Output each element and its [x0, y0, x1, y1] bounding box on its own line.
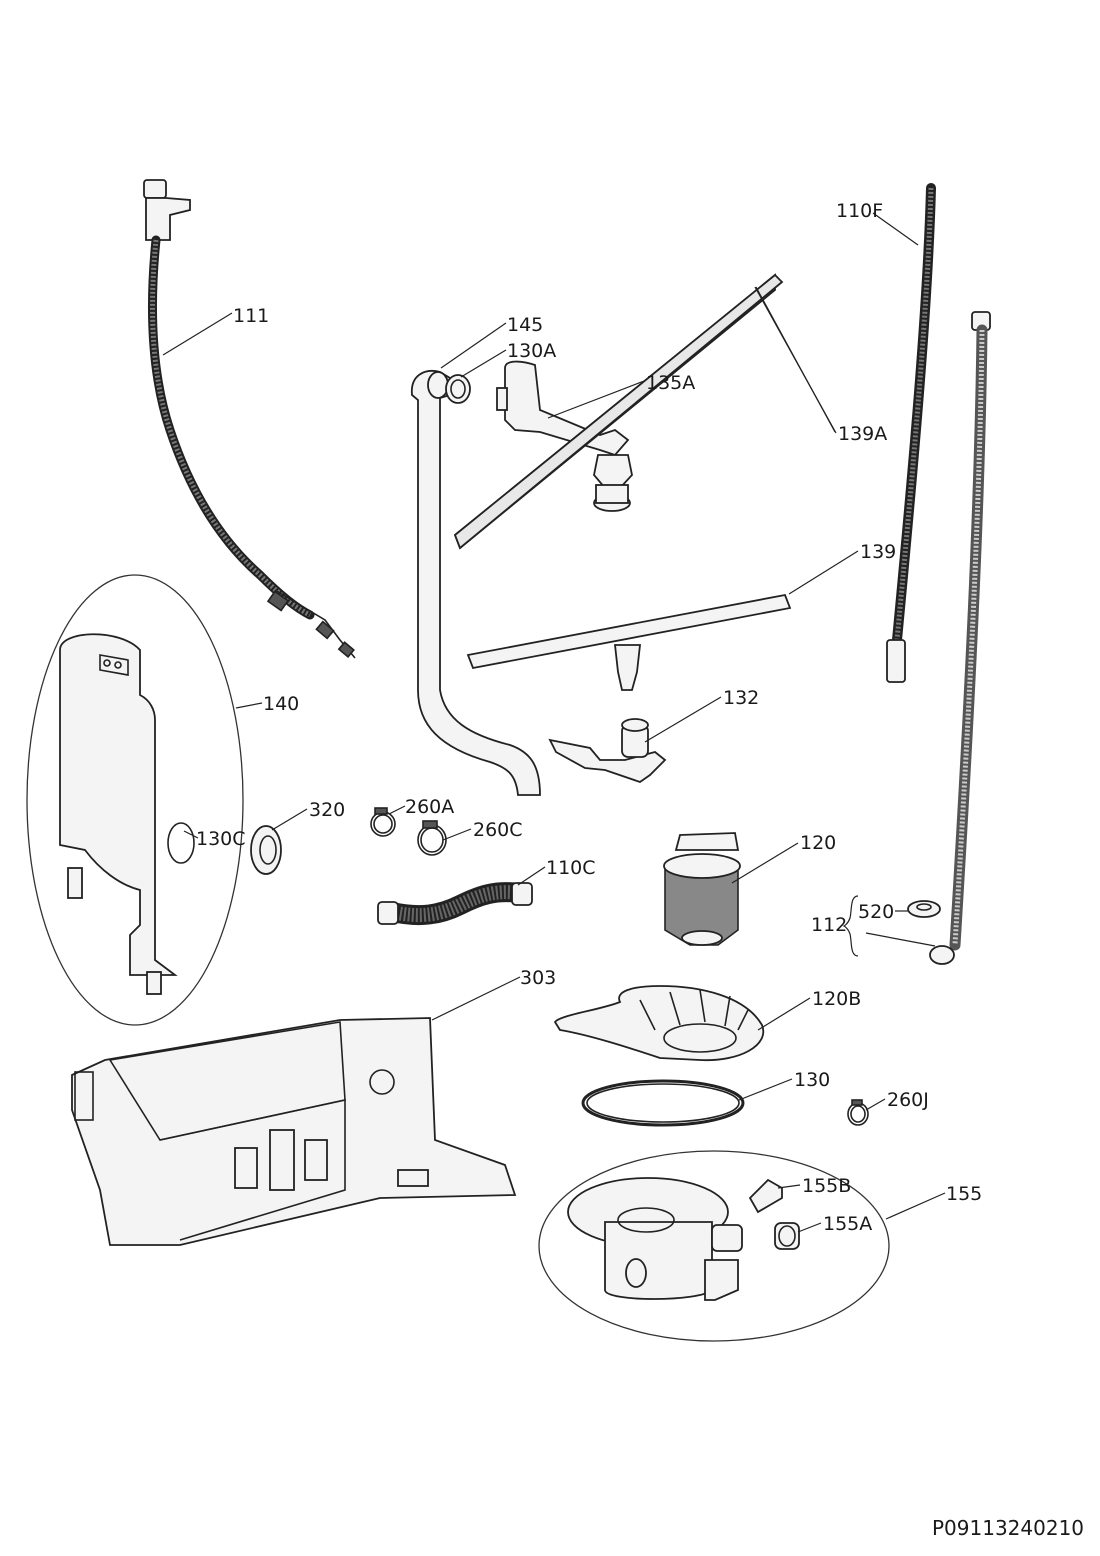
part-260J-clamp	[847, 1099, 869, 1126]
part-132-carrier	[548, 718, 667, 783]
label-135A: 135A	[646, 372, 695, 394]
label-110F: 110F	[836, 200, 883, 222]
label-120: 120	[800, 832, 836, 854]
part-139A-upper-spray-arm	[453, 273, 784, 550]
label-303: 303	[520, 967, 556, 989]
label-120B: 120B	[812, 988, 861, 1010]
part-110C-hose	[377, 882, 533, 926]
label-155B: 155B	[802, 1175, 851, 1197]
ellipse-140-group	[26, 574, 244, 1026]
part-145-spray-arm-pipe	[411, 370, 541, 796]
label-130C: 130C	[196, 828, 246, 850]
part-130-seal-ring	[581, 1079, 745, 1127]
label-520: 520	[858, 901, 894, 923]
label-155A: 155A	[823, 1213, 872, 1235]
part-520-clip	[907, 900, 941, 918]
part-135A-upper-arm-feed	[496, 360, 633, 489]
label-155: 155	[946, 1183, 982, 1205]
label-139: 139	[860, 541, 896, 563]
label-130: 130	[794, 1069, 830, 1091]
part-139-lower-spray-arm	[466, 593, 792, 691]
part-303-base-frame	[71, 1017, 517, 1246]
part-120B-fine-filter	[553, 985, 765, 1061]
part-260A-clamp	[370, 807, 396, 837]
label-130A: 130A	[507, 340, 556, 362]
part-155A-connector	[774, 1222, 800, 1250]
label-112: 112	[811, 914, 847, 936]
label-139A: 139A	[838, 423, 887, 445]
label-132: 132	[723, 687, 759, 709]
part-140-water-duct	[59, 633, 178, 995]
part-112-hose-assembly	[929, 311, 991, 965]
leader-lines	[162, 212, 946, 1233]
part-320-ring	[250, 825, 282, 875]
label-140: 140	[263, 693, 299, 715]
label-260C: 260C	[473, 819, 523, 841]
label-320: 320	[309, 799, 345, 821]
part-260C-clamp	[417, 820, 447, 856]
part-155-sump	[567, 1177, 743, 1301]
ellipse-155-group	[538, 1150, 890, 1342]
label-110C: 110C	[546, 857, 596, 879]
part-111-inlet-hose	[143, 179, 356, 659]
bracket-112	[842, 895, 859, 957]
label-260J: 260J	[887, 1089, 929, 1111]
part-130A-seal	[445, 374, 471, 404]
part-120-filter	[663, 832, 741, 946]
part-110F-drain-hose	[886, 183, 936, 683]
label-260A: 260A	[405, 796, 454, 818]
part-155B-flap	[748, 1178, 783, 1214]
label-145: 145	[507, 314, 543, 336]
part-labels: 111 145 130A 135A 139A 139 110F 140 130C…	[196, 200, 982, 1235]
label-111: 111	[233, 305, 269, 327]
part-130C-seal	[167, 822, 195, 864]
drawing-code: P09113240210	[932, 1516, 1084, 1540]
